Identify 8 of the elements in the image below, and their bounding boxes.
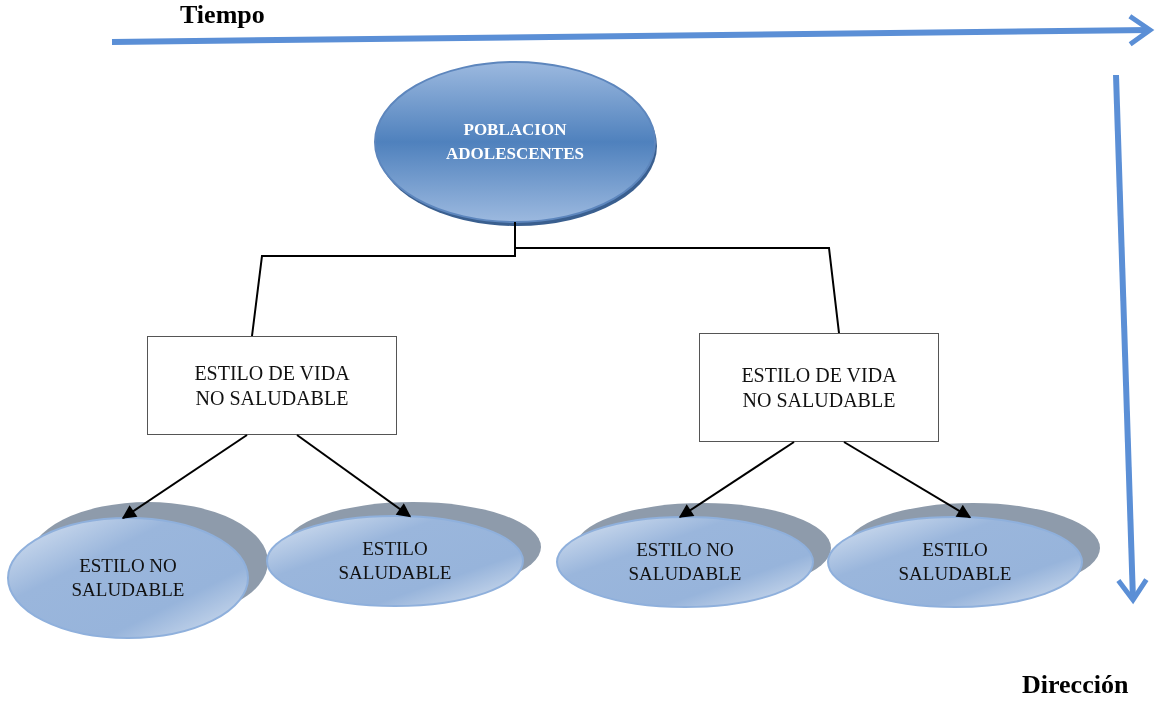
- arrow: [843, 441, 972, 519]
- axis-label: Tiempo: [180, 0, 265, 30]
- arrow: [296, 434, 412, 518]
- process-box: ESTILO DE VIDA NO SALUDABLE: [147, 336, 397, 435]
- axis-label: Dirección: [1022, 670, 1129, 700]
- arrow: [121, 434, 248, 520]
- arrow: [678, 441, 795, 519]
- process-box: ESTILO DE VIDA NO SALUDABLE: [699, 333, 939, 442]
